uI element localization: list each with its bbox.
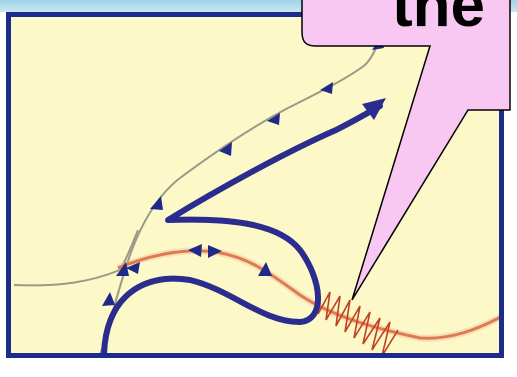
direction-arrow bbox=[320, 82, 333, 94]
red-track bbox=[118, 251, 510, 338]
direction-arrow bbox=[188, 244, 202, 257]
callout-bubble bbox=[302, 0, 510, 300]
red-track-glow bbox=[118, 251, 510, 338]
direction-arrow bbox=[102, 292, 115, 306]
callout-text: the bbox=[392, 0, 485, 40]
direction-arrow bbox=[150, 196, 163, 210]
thin-track-lower bbox=[14, 230, 138, 285]
